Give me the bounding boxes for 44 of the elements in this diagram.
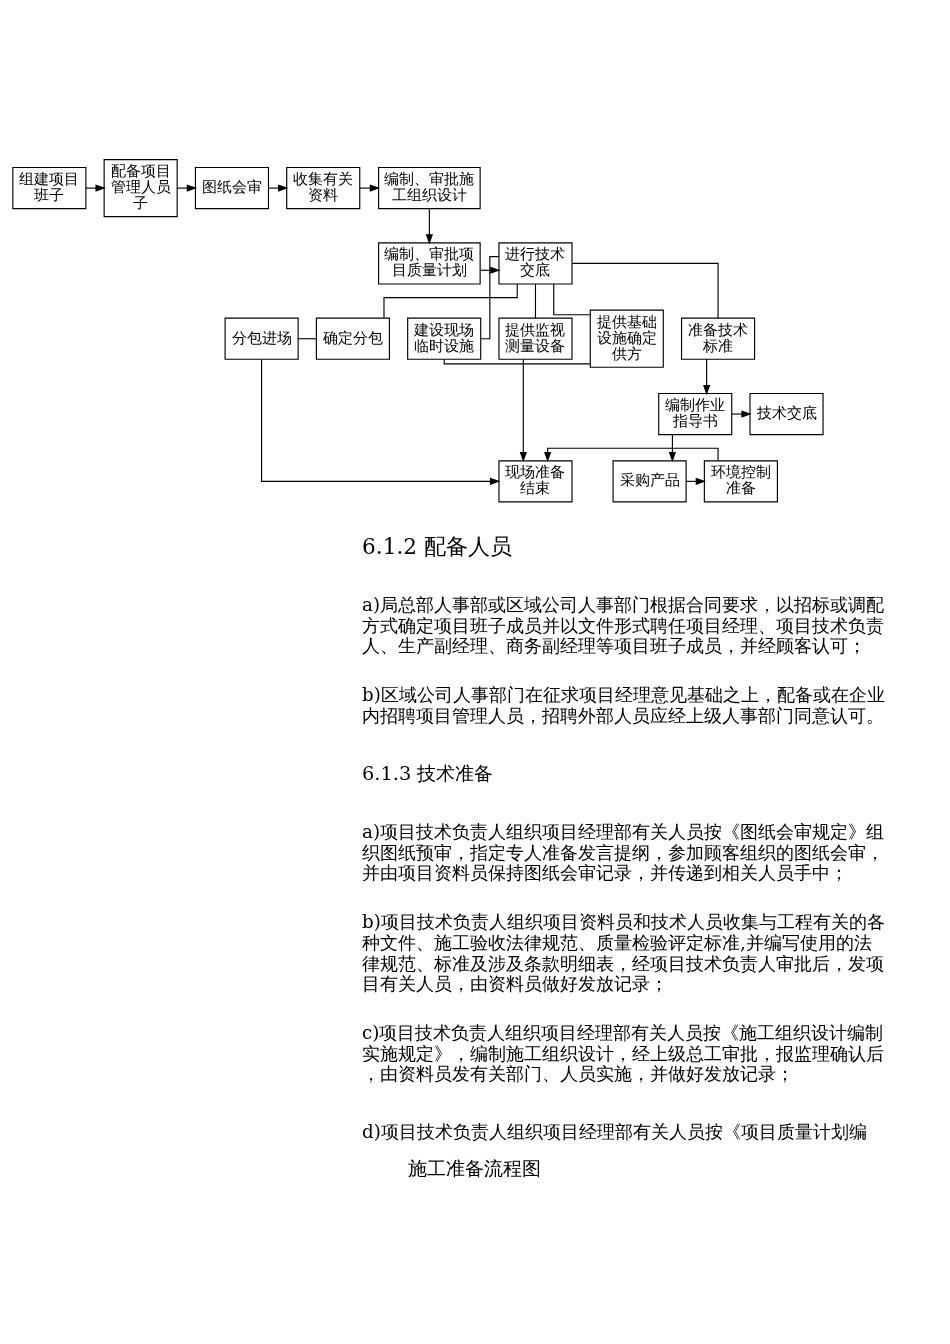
node-box: 编制、审批项目质量计划 (378, 241, 481, 284)
arrow (731, 409, 752, 418)
arrow (85, 184, 106, 192)
connector (553, 282, 591, 315)
node-box: 组建项目班子 (12, 166, 87, 209)
node-box: 提供基础设施确定供方 (589, 309, 664, 368)
node-box: 分包进场 (224, 317, 299, 360)
connector (443, 358, 591, 364)
arrow (261, 358, 501, 485)
arrow (268, 184, 289, 192)
node-box: 编制、审批施工组织设计 (378, 166, 481, 209)
connector (297, 337, 317, 339)
arrow (703, 358, 711, 395)
connector (383, 283, 518, 318)
node-box: 配备项目管理人员子 (103, 158, 178, 217)
arrow (685, 477, 706, 485)
node-box: 环境控制准备 (703, 459, 778, 502)
label: b)项目技术负责人组织项目资料员和技术人员收集与工程有关的各种文件、施工验收法律规范、质量检验评定标准,并编写使用的法律规范、标准及涉及条款明细表，经项目技术负责人审批后，发项目有关人员，由资料员做好发放记录； (362, 910, 885, 994)
arrow (359, 184, 381, 192)
label: b)区域公司人事部门在征求项目经理意见基础之上，配备或在企业内招聘项目管理人员，招聘外部人员应经上级人事部门同意认可。 (362, 683, 885, 726)
label: 6.1.2 配备人员 (362, 533, 513, 559)
arrow (425, 207, 433, 245)
label: d)项目技术负责人组织项目经理部有关人员按《项目质量计划编 (362, 1120, 867, 1142)
arrow (519, 358, 527, 462)
node-box: 现场准备结束 (498, 459, 573, 502)
arrow (544, 447, 719, 462)
node-box: 采购产品 (612, 459, 687, 502)
node-box: 编制作业指导书 (658, 392, 733, 435)
node-box: 准备技术标准 (680, 317, 756, 360)
label: a)项目技术负责人组织项目经理部有关人员按《图纸会审规定》组织图纸预审，指定专人准备发言提纲，参加顾客组织的图纸会审，并由项目资料员保持图纸会审记录，并传递到相关人员手中； (362, 820, 885, 883)
node-box: 收集有关资料 (286, 166, 361, 209)
node-box: 确定分包 (315, 317, 390, 360)
label: c)项目技术负责人组织项目经理部有关人员按《施工组织设计编制实施规定》，编制施工组织设计，经上级总工审批，报监理确认后，由资料员发有关部门、人员实施，并做好发放记录； (362, 1021, 885, 1084)
connector (534, 282, 537, 319)
node-box: 提供监视测量设备 (498, 317, 573, 360)
label: a)局总部人事部或区域公司人事部门根据合同要求，以招标或调配方式确定项目班子成员并以文件形式聘任项目经理、项目技术负责人、生产副经理、商务副经理等项目班子成员，并经顾客认可； (362, 593, 885, 656)
node-box: 技术交底 (749, 392, 824, 435)
caption: 施工准备流程图 (408, 1156, 542, 1180)
node-box: 图纸会审 (194, 166, 270, 209)
label: 6.1.3 技术准备 (362, 761, 494, 785)
node-box: 建设现场临时设施 (407, 317, 482, 360)
arrow (176, 184, 198, 192)
connector (571, 262, 719, 319)
node-box: 进行技术交底 (498, 241, 573, 284)
